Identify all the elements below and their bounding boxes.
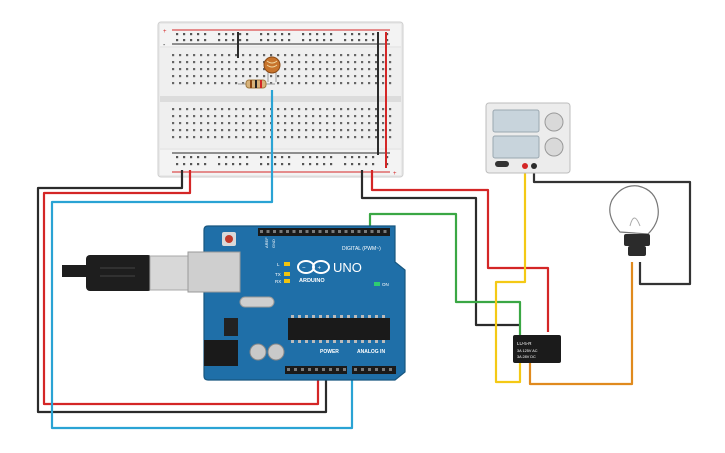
usb-port [187,251,241,293]
power-supply[interactable] [485,102,571,174]
model-label: UNO [333,260,362,275]
tx-label: TX [275,272,281,277]
dc-jack [204,340,238,366]
rail-plus-label: + [163,29,167,35]
relay-label: LU-5-R [517,341,532,346]
supply-terminal-positive [522,163,528,169]
l-label: L [277,262,280,267]
wires [36,90,692,430]
atmega-chip [288,318,390,340]
arduino-infinity-logo: − + [297,260,330,274]
aref-label: AREF [264,237,269,248]
led-tx [284,272,290,276]
photoresistor[interactable] [263,56,281,82]
wire-blue-analog [50,90,354,430]
svg-text:−: − [302,266,306,272]
digital-header [258,228,390,236]
power-switch[interactable] [495,161,509,167]
led-on [374,282,380,286]
led-rx [284,279,290,283]
rail-minus-label: - [163,42,166,49]
wire-orange-lamp [528,262,634,386]
wire-red-5v [42,170,320,406]
power-label: POWER [320,349,339,355]
digital-pins [260,230,387,233]
brand-label: ARDUINO [299,278,325,284]
light-bulb[interactable] [609,185,659,256]
relay-line2: 3A 28V DC [517,355,536,359]
wire-dark-lamp [532,165,692,286]
svg-text:+: + [318,266,322,272]
analog-header [352,366,396,374]
crystal [239,296,275,308]
breadboard-holes [172,33,392,166]
wire-yellow-power [494,165,527,384]
wire-black-right [360,170,520,327]
capacitor-2 [267,343,285,361]
led-l [284,262,290,266]
digital-header-label: DIGITAL (PWM~) [342,246,381,252]
gnd-label: GND [271,239,276,248]
voltage-regulator [224,318,238,336]
wire-black-gnd [36,170,328,414]
breadboard[interactable]: + - + [157,21,404,178]
capacitor-1 [249,343,267,361]
arduino-uno[interactable]: L TX RX ON − + ARDUINO UNO DIGITAL (PWM~… [187,225,406,381]
relay-line1: 3A 125V AC [517,349,538,353]
reset-button[interactable] [225,235,233,243]
chip-pins [291,315,385,343]
supply-terminal-negative [531,163,537,169]
usb-cable [62,255,191,291]
rail-plus-label-bottom: + [393,171,397,177]
wire-green-signal [368,212,522,336]
analog-label: ANALOG IN [357,349,385,355]
on-label: ON [382,282,389,287]
rx-label: RX [275,279,281,284]
resistor[interactable] [238,79,275,89]
wire-red-right [370,170,550,332]
relay[interactable]: LU-5-R 3A 125V AC 3A 28V DC [513,335,561,363]
header-pins [287,368,392,371]
